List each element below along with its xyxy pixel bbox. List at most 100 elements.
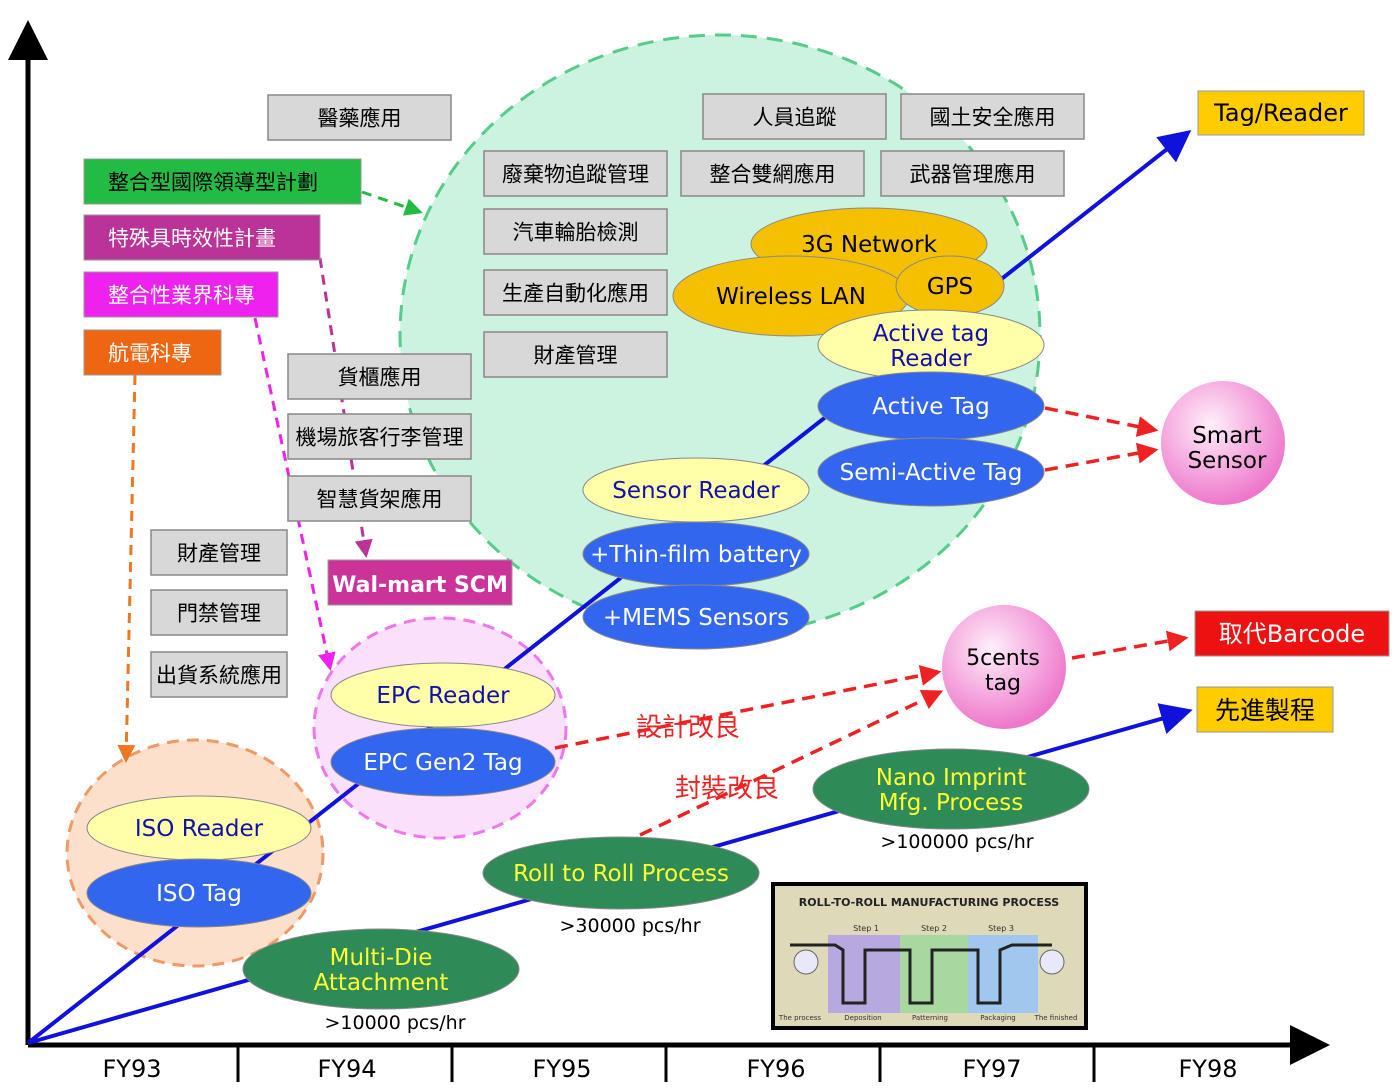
advanced-process-label: 先進製程 xyxy=(1215,696,1315,725)
walmart-label: Wal-mart SCM xyxy=(332,573,508,598)
application-box xyxy=(150,651,288,698)
node-label: Reader xyxy=(890,346,972,372)
application-label: 整合雙網應用 xyxy=(710,163,836,187)
node-label: Active tag xyxy=(873,321,989,347)
program-label: 整合型國際領導型計劃 xyxy=(108,171,318,195)
smart-sensor-label-2: Sensor xyxy=(1188,448,1267,474)
node-label: ISO Reader xyxy=(135,816,264,842)
inset-step: Step 3 xyxy=(988,924,1014,933)
tag-reader-box xyxy=(1197,90,1365,136)
walmart-box xyxy=(327,559,513,606)
smart-sensor-node xyxy=(1161,381,1285,505)
node-ellipse xyxy=(812,748,1090,830)
application-label: 廢棄物追蹤管理 xyxy=(502,163,649,187)
arrow-barcode xyxy=(1071,630,1189,660)
application-box xyxy=(900,93,1085,140)
application-label: 財產管理 xyxy=(177,542,261,566)
node-ellipse xyxy=(482,836,760,910)
application-label: 汽車輪胎檢測 xyxy=(513,221,639,245)
application-box xyxy=(880,150,1065,197)
arrow-design xyxy=(554,665,942,750)
node-ellipse xyxy=(330,727,556,797)
inset-caption: Deposition xyxy=(844,1014,881,1022)
arrow-active-smart xyxy=(1044,406,1159,437)
node-label: ISO Tag xyxy=(156,881,242,907)
five-cents-node xyxy=(942,605,1066,729)
application-box xyxy=(287,475,472,522)
node-label: Attachment xyxy=(314,970,449,996)
node-label: Sensor Reader xyxy=(612,478,780,504)
x-axis-label: FY93 xyxy=(102,1055,161,1083)
application-label: 財產管理 xyxy=(534,344,618,368)
program-box xyxy=(83,158,362,205)
node-ellipse xyxy=(582,584,810,650)
node-label: Roll to Roll Process xyxy=(513,861,729,887)
application-box xyxy=(483,269,668,316)
program-box xyxy=(83,271,279,318)
five-cents-label-1: 5cents xyxy=(966,646,1040,671)
node-ellipse xyxy=(86,858,312,928)
node-label: 3G Network xyxy=(801,232,937,258)
application-box xyxy=(680,150,865,197)
arrow-packaging xyxy=(639,690,944,837)
application-label: 人員追蹤 xyxy=(753,106,837,130)
node-label: EPC Reader xyxy=(376,683,510,709)
inset-caption: Packaging xyxy=(980,1014,1016,1022)
inset-caption: Patterning xyxy=(912,1014,948,1022)
tag-reader-label: Tag/Reader xyxy=(1213,99,1348,127)
application-label: 醫藥應用 xyxy=(318,107,402,131)
arrow-green xyxy=(361,190,423,216)
application-label: 生產自動化應用 xyxy=(502,282,649,306)
x-axis-label: FY97 xyxy=(962,1055,1021,1083)
x-axis-label: FY95 xyxy=(532,1055,591,1083)
label-packaging: 封裝改良 xyxy=(675,774,779,804)
advanced-process-box xyxy=(1196,686,1334,733)
node-label: Mfg. Process xyxy=(879,790,1023,816)
program-box xyxy=(83,214,321,261)
inset-caption: The process xyxy=(778,1014,821,1022)
application-box xyxy=(287,353,472,400)
node-ellipse xyxy=(330,662,556,728)
program-label: 特殊具時效性計畫 xyxy=(108,227,276,251)
node-label: Semi-Active Tag xyxy=(840,460,1023,486)
roll-to-roll-inset: ROLL-TO-ROLL MANUFACTURING PROCESS Step … xyxy=(771,882,1088,1030)
program-label: 整合性業界科專 xyxy=(108,284,255,308)
node-label: +Thin-film battery xyxy=(590,542,802,568)
node-label: Active Tag xyxy=(872,394,989,420)
label-design: 設計改良 xyxy=(636,713,740,743)
application-box xyxy=(150,529,288,576)
application-label: 貨櫃應用 xyxy=(338,366,422,390)
smart-sensor-label-1: Smart xyxy=(1192,423,1262,449)
x-axis-label: FY94 xyxy=(317,1055,376,1083)
application-box xyxy=(702,93,887,140)
inset-step: Step 1 xyxy=(853,924,879,933)
x-axis-label: FY96 xyxy=(746,1055,805,1083)
application-label: 門禁管理 xyxy=(177,602,261,626)
application-box xyxy=(150,589,288,636)
application-box xyxy=(483,150,668,197)
application-label: 國土安全應用 xyxy=(930,106,1056,130)
application-label: 機場旅客行李管理 xyxy=(296,426,464,450)
application-label: 智慧貨架應用 xyxy=(317,488,443,512)
node-label: Nano Imprint xyxy=(876,765,1027,791)
node-label: GPS xyxy=(927,274,973,300)
rate-roll: >30000 pcs/hr xyxy=(559,915,700,937)
application-box xyxy=(483,208,668,255)
rate-nano: >100000 pcs/hr xyxy=(880,831,1033,853)
application-label: 出貨系統應用 xyxy=(156,664,282,688)
node-ellipse xyxy=(242,928,520,1010)
node-label: +MEMS Sensors xyxy=(603,605,789,631)
x-axis-label: FY98 xyxy=(1178,1055,1237,1083)
inset-title: ROLL-TO-ROLL MANUFACTURING PROCESS xyxy=(799,896,1059,909)
node-ellipse xyxy=(817,437,1045,507)
application-label: 武器管理應用 xyxy=(910,163,1036,187)
inset-caption: The finished xyxy=(1034,1014,1078,1022)
barcode-label: 取代Barcode xyxy=(1219,620,1365,648)
application-box xyxy=(267,94,452,141)
application-box xyxy=(483,331,668,378)
node-label: Wireless LAN xyxy=(716,284,866,310)
barcode-box xyxy=(1194,610,1390,657)
inset-step: Step 2 xyxy=(921,924,947,933)
program-label: 航電科專 xyxy=(108,342,192,366)
application-box xyxy=(287,413,472,460)
